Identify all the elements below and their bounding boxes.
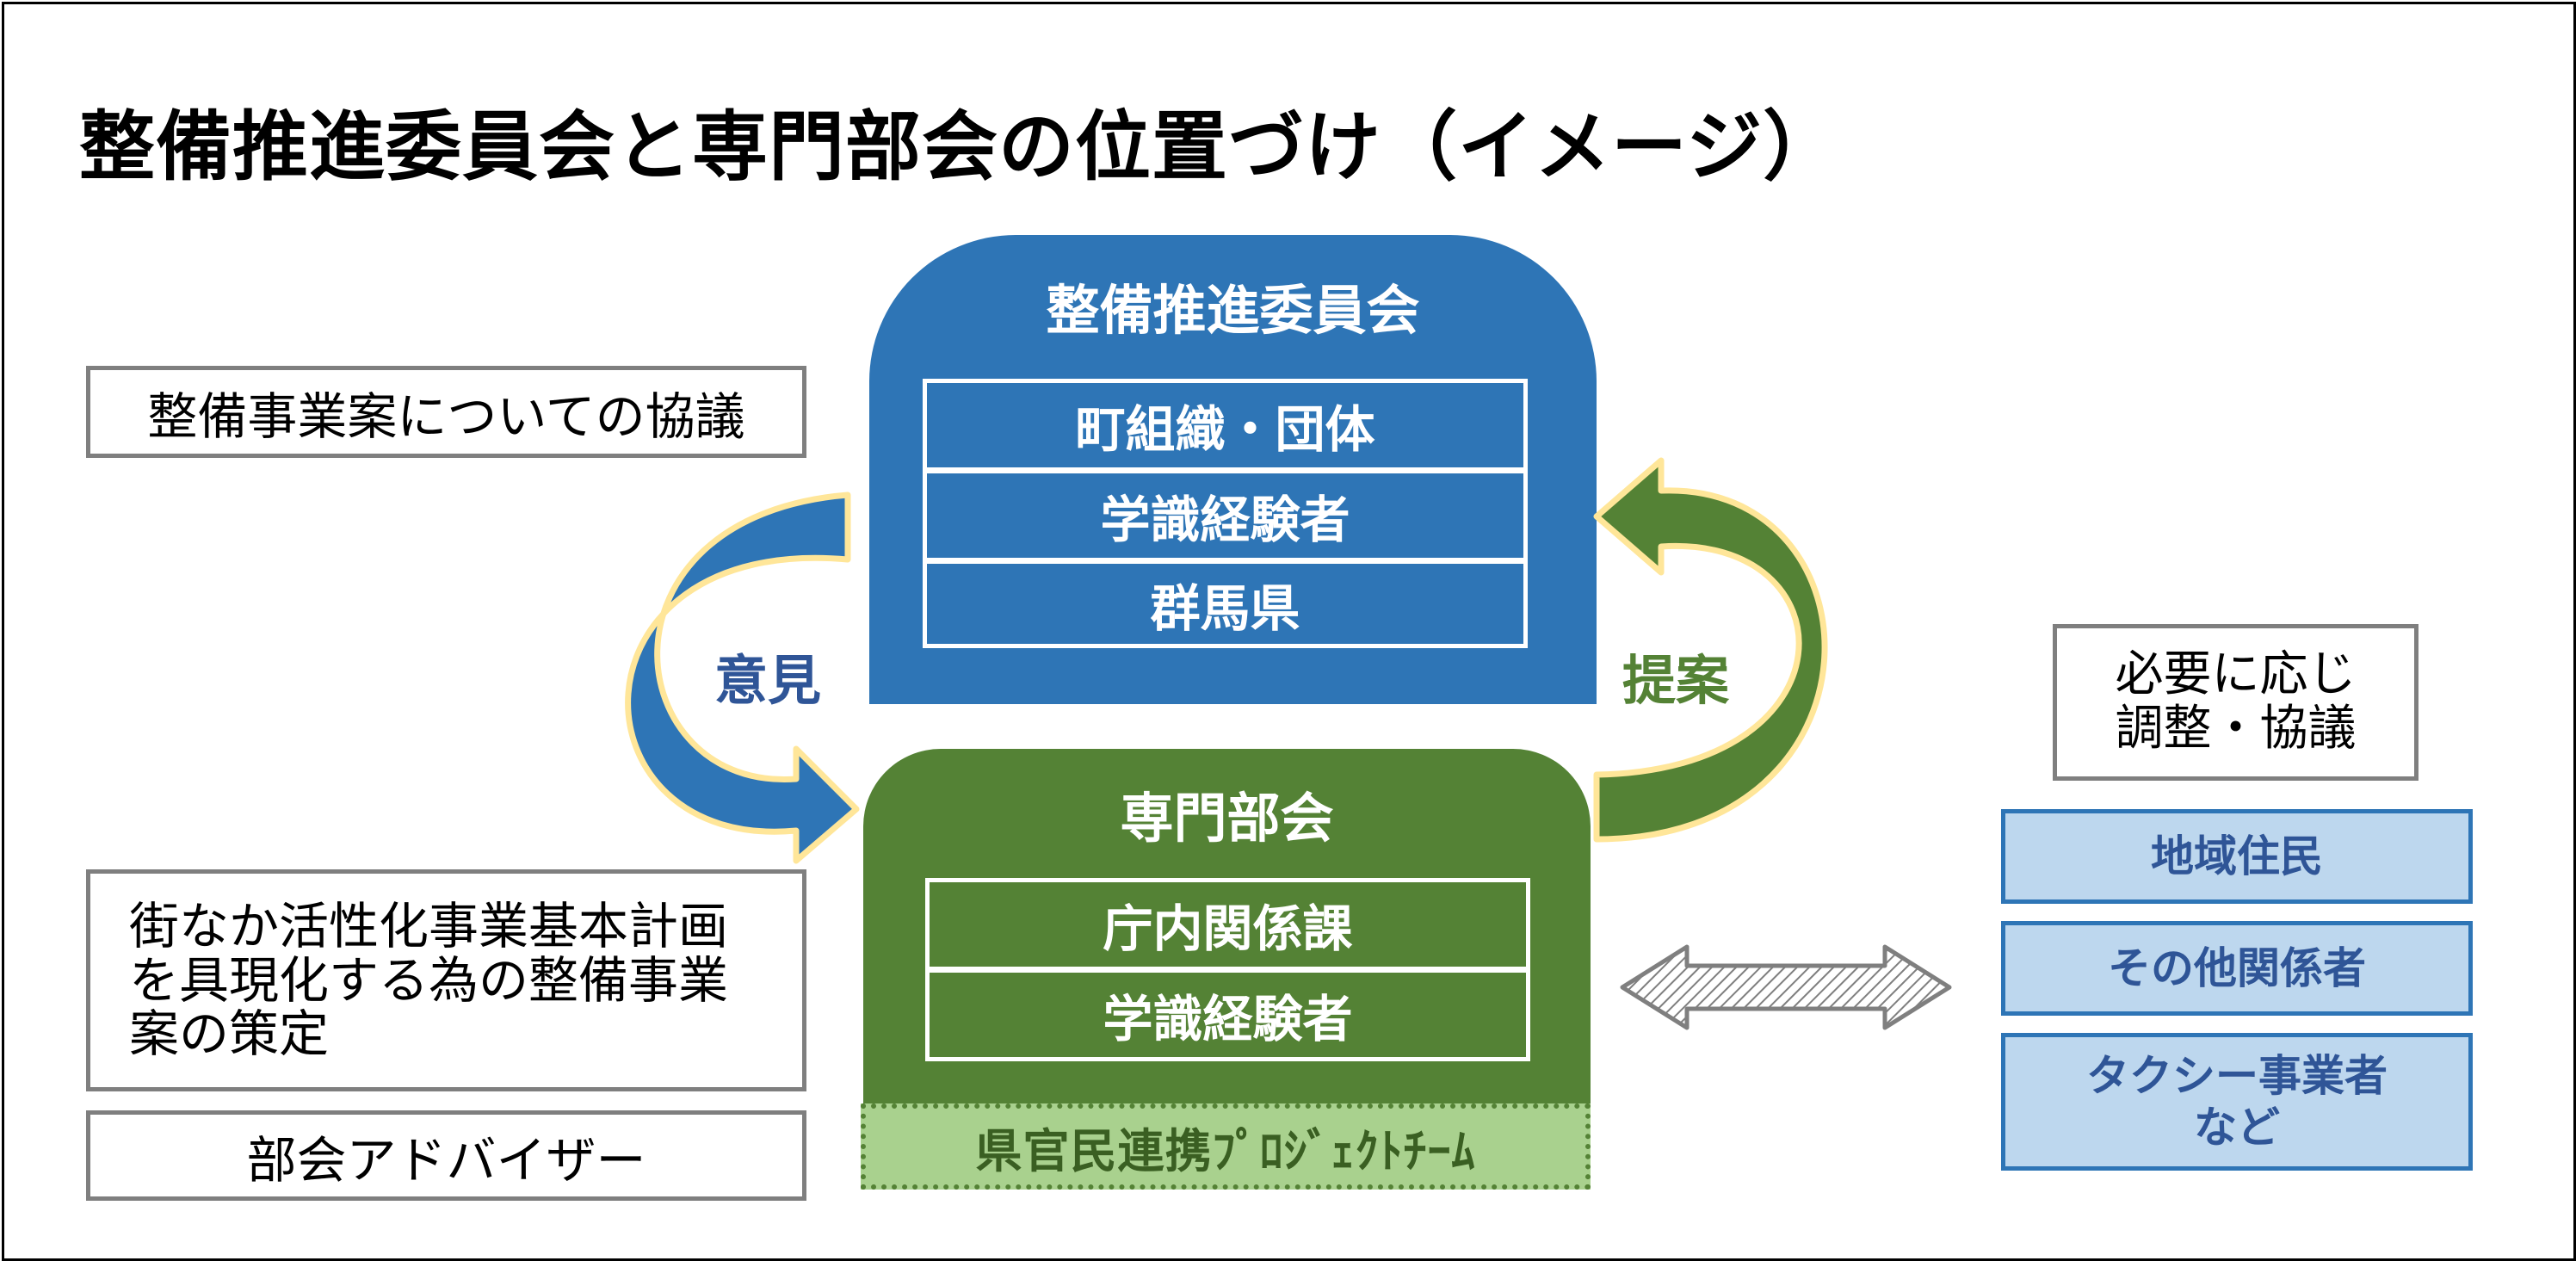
formulation-box: 街なか活性化事業基本計画を具現化する為の整備事業案の策定 <box>86 869 806 1091</box>
discussion-box: 整備事業案についての協議 <box>86 366 806 458</box>
committee-title: 整備推進委員会 <box>1046 279 1420 342</box>
advisor-box: 部会アドバイザー <box>86 1110 806 1201</box>
proposal-label: 提案 <box>1622 649 1730 712</box>
subcommittee-member-academic: 学識経験者 <box>925 968 1530 1061</box>
opinion-label: 意見 <box>714 649 822 712</box>
coordination-note-box: 必要に応じ 調整・協議 <box>2053 624 2418 781</box>
page-title: 整備推進委員会と専門部会の位置づけ（イメージ） <box>79 102 1840 191</box>
subcommittee-title: 専門部会 <box>1120 787 1334 850</box>
stakeholder-taxi-text: タクシー事業者 など <box>2086 1051 2388 1153</box>
coordination-double-arrow <box>1620 944 1952 1030</box>
stakeholder-residents: 地域住民 <box>2001 809 2473 904</box>
opinion-curved-arrow <box>625 491 860 864</box>
project-team-box: 県官民連携ﾌﾟﾛｼﾞｪｸﾄﾁｰﾑ <box>861 1103 1591 1190</box>
coordination-note-text: 必要に応じ 調整・協議 <box>2115 646 2357 757</box>
stakeholder-taxi: タクシー事業者 など <box>2001 1033 2473 1171</box>
subcommittee-shape <box>863 749 1591 1110</box>
proposal-curved-arrow <box>1593 457 1828 843</box>
committee-member-gunma: 群馬県 <box>923 559 1528 648</box>
stakeholder-others: その他関係者 <box>2001 921 2473 1016</box>
